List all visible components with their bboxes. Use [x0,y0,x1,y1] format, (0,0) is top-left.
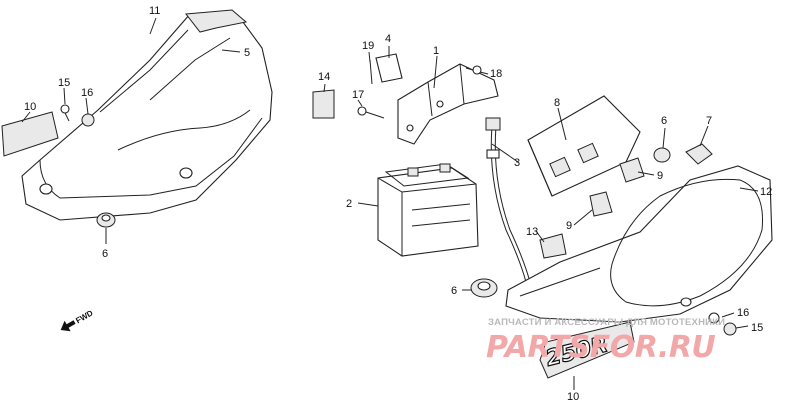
fwd-label: FWD [74,308,94,325]
callout-11: 11 [149,5,160,17]
bolt-collar-left [60,104,95,127]
callout-13: 13 [526,226,538,238]
callout-8: 8 [554,97,560,109]
grommet-right-mid [470,278,498,298]
callout-2: 2 [346,198,352,210]
battery-plate [375,53,403,83]
grommet-left [96,212,116,228]
callout-9-upper: 9 [657,170,663,182]
watermark-tagline: ЗАПЧАСТИ И АКСЕССУАРЫ ДЛЯ МОТОТЕХНИКИ [488,317,725,328]
callout-15-right: 15 [751,322,763,334]
callout-6-left: 6 [102,248,108,260]
callout-14: 14 [318,71,330,83]
pad-9b [589,191,613,217]
callout-numbers: 11 5 15 16 10 6 1 4 19 17 18 14 2 3 8 6 … [24,5,772,403]
watermark-logo: PARTSFOR.RU [486,330,715,365]
decal-left [1,111,59,157]
bolt-collar-right [708,312,737,336]
callout-4: 4 [385,33,391,45]
pad-13 [539,233,567,259]
bolt-19 [369,59,373,85]
battery-bracket [397,63,499,145]
callout-5: 5 [244,47,250,59]
fwd-arrow: FWD [60,308,95,332]
callout-12: 12 [760,186,772,198]
callout-16-right: 16 [737,307,749,319]
callout-17: 17 [352,89,364,101]
callout-16-left: 16 [81,87,93,99]
bolt-17 [357,106,385,119]
grommet-right-top [653,147,671,163]
callout-3: 3 [514,157,520,169]
left-side-cover [21,9,273,221]
callout-10-left: 10 [24,101,36,113]
callout-10-right: 10 [567,391,579,403]
watermark: ЗАПЧАСТИ И АКСЕССУАРЫ ДЛЯ МОТОТЕХНИКИ PA… [486,317,725,365]
emblem-250r: 250R [539,321,635,379]
pad-9a [619,157,645,183]
bracket-7 [685,143,713,165]
callout-6-right-top: 6 [661,115,667,127]
breather-tube [485,117,531,283]
plate-14 [312,89,335,119]
tool-tray [527,95,641,197]
callout-9-lower: 9 [566,220,572,232]
callout-1: 1 [433,45,439,57]
callout-18: 18 [490,68,502,80]
callout-19: 19 [362,40,374,52]
leader-lines [21,17,759,390]
battery [377,163,479,257]
callout-6-right-mid: 6 [451,285,457,297]
callout-15-left: 15 [58,77,70,89]
right-side-cover [505,165,773,323]
callout-7: 7 [706,115,712,127]
bolt-18 [465,65,482,75]
